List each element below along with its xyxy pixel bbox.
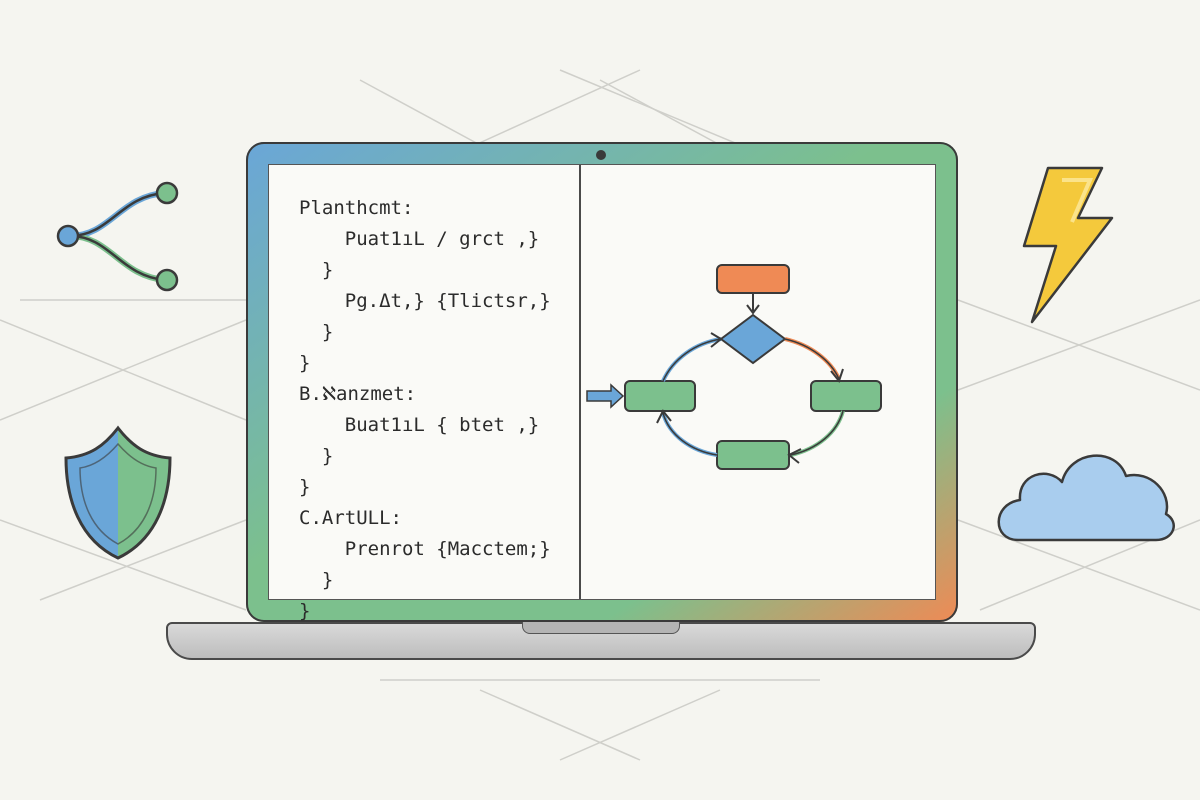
cloud-icon xyxy=(997,454,1175,542)
code-line: Puat1ıL / grct ,} xyxy=(299,228,540,250)
flowchart-input-arrow xyxy=(586,383,625,409)
flowchart-arrow-bottom-to-left xyxy=(661,412,718,457)
code-panel: Planthcmt: Puat1ıL / grct ,} } Pg.Δt,} {… xyxy=(269,165,581,622)
code-line: C.ArtULL: xyxy=(299,507,402,529)
code-line: } xyxy=(299,600,311,622)
code-line: } xyxy=(299,445,334,467)
flowchart-panel xyxy=(581,165,935,599)
code-line: Pg.Δt,} {Tlictsr,} xyxy=(299,290,551,312)
screen-display: Planthcmt: Puat1ıL / grct ,} } Pg.Δt,} {… xyxy=(268,164,936,622)
code-line: } xyxy=(299,259,334,281)
code-line: } xyxy=(299,321,334,343)
flowchart-arrow-right-to-bottom xyxy=(790,410,845,457)
code-line: Buat1ıL { btet ,} xyxy=(299,414,540,436)
flowchart-right-box xyxy=(810,380,882,412)
flowchart-bottom-box xyxy=(716,440,790,470)
flowchart xyxy=(586,264,882,470)
laptop-opening-notch xyxy=(522,622,680,634)
laptop-screen: Planthcmt: Puat1ıL / grct ,} } Pg.Δt,} {… xyxy=(246,142,958,622)
code-line: Prenrot {Macctem;} xyxy=(299,538,551,560)
flowchart-start-box xyxy=(716,264,790,294)
webcam xyxy=(596,150,606,160)
code-line: B.ℵanzmet: xyxy=(299,383,417,405)
lightning-icon xyxy=(1022,166,1114,324)
code-line: } xyxy=(299,352,311,374)
code-line: Planthcmt: xyxy=(299,197,414,219)
code-line: } xyxy=(299,476,311,498)
flowchart-decision-diamond xyxy=(719,313,787,365)
shield-icon xyxy=(64,425,172,560)
flowchart-arrow-diamond-to-right xyxy=(784,337,841,380)
code-line: } xyxy=(299,569,334,591)
share-icon xyxy=(56,181,179,292)
flowchart-left-box xyxy=(624,380,696,412)
